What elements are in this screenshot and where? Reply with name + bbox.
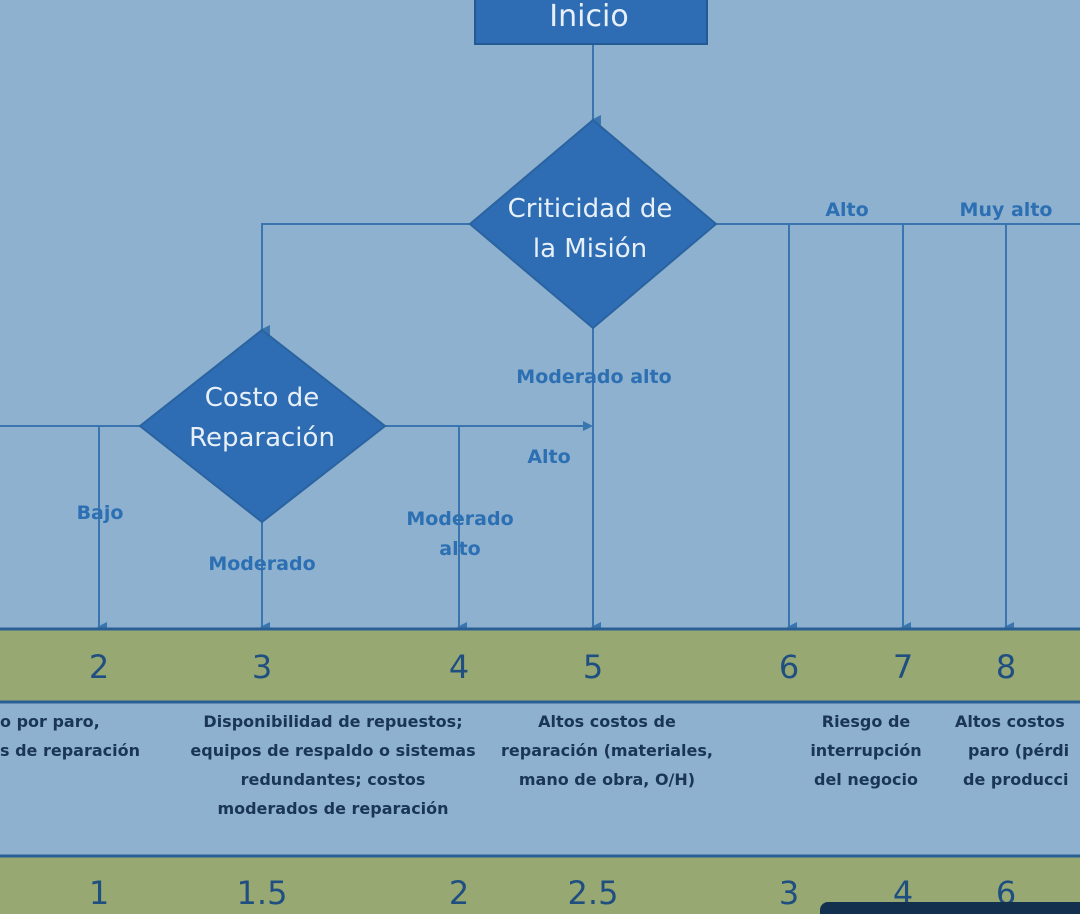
level-2: 2 <box>89 648 109 686</box>
desc-7-line3: del negocio <box>814 770 918 789</box>
label-moderado: Moderado <box>208 553 315 575</box>
level-5: 5 <box>583 648 603 686</box>
level-8: 8 <box>996 648 1016 686</box>
weight-1-5: 1.5 <box>237 874 288 912</box>
desc-5-line1: Altos costos de <box>538 712 676 731</box>
label-alto-cost: Alto <box>527 446 570 468</box>
desc-3-line1: Disponibilidad de repuestos; <box>203 712 462 731</box>
desc-8-line2: paro (pérdi <box>968 741 1069 760</box>
description-level-3: Disponibilidad de repuestos; equipos de … <box>190 712 475 818</box>
start-label: Inicio <box>549 0 628 34</box>
label-muy-alto: Muy alto <box>960 199 1053 221</box>
start-node <box>474 0 708 45</box>
mission-line1: Criticidad de <box>508 194 673 224</box>
level-3: 3 <box>252 648 272 686</box>
label-alto-top: Alto <box>825 199 868 221</box>
desc-5-line3: mano de obra, O/H) <box>519 770 695 789</box>
desc-2-line2: s de reparación <box>0 741 140 760</box>
desc-3-line3: redundantes; costos <box>241 770 426 789</box>
weight-1: 1 <box>89 874 109 912</box>
level-4: 4 <box>449 648 469 686</box>
cost-line2: Reparación <box>189 423 335 453</box>
desc-5-line2: reparación (materiales, <box>501 741 713 760</box>
desc-7-line1: Riesgo de <box>822 712 911 731</box>
label-moderado-alto-mission: Moderado alto <box>516 366 671 388</box>
label-bajo: Bajo <box>77 502 124 524</box>
connectors <box>0 44 1080 632</box>
weight-3: 3 <box>779 874 799 912</box>
description-level-8: Altos costos paro (pérdi de producci <box>955 712 1069 789</box>
desc-8-line1: Altos costos <box>955 712 1065 731</box>
label-moderado-alto-cost-1: Moderado <box>406 508 513 530</box>
level-numbers: 2 3 4 5 6 7 8 <box>89 648 1016 686</box>
bottom-overlay-tab <box>820 902 1080 914</box>
decision-mission-criticality <box>468 118 718 330</box>
level-band <box>0 627 1080 704</box>
weight-2-5: 2.5 <box>568 874 619 912</box>
desc-3-line2: equipos de respaldo o sistemas <box>190 741 475 760</box>
label-moderado-alto-cost-2: alto <box>439 538 480 560</box>
desc-2-line1: o por paro, <box>0 712 100 731</box>
description-level-7: Riesgo de interrupción del negocio <box>810 712 921 789</box>
level-7: 7 <box>893 648 913 686</box>
description-level-2: o por paro, s de reparación <box>0 712 140 760</box>
desc-3-line4: moderados de reparación <box>217 799 448 818</box>
desc-7-line2: interrupción <box>810 741 921 760</box>
connector-mission-to-cost <box>260 223 470 335</box>
weight-2: 2 <box>449 874 469 912</box>
mission-line2: la Misión <box>533 234 647 264</box>
level-6: 6 <box>779 648 799 686</box>
cost-line1: Costo de <box>205 383 319 413</box>
decision-repair-cost <box>138 328 387 524</box>
desc-8-line3: de producci <box>963 770 1069 789</box>
description-level-5: Altos costos de reparación (materiales, … <box>501 712 713 789</box>
